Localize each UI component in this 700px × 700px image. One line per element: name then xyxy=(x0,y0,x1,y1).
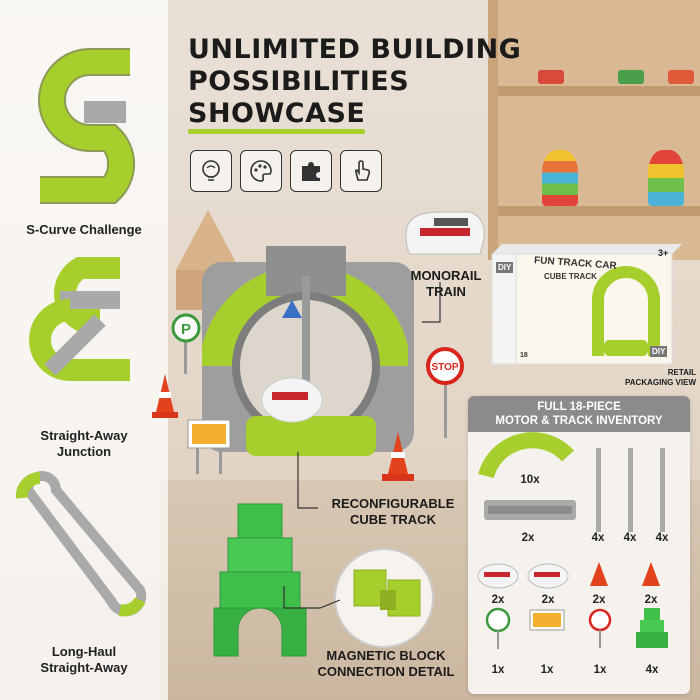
package-diy-side: DIY xyxy=(496,262,514,273)
traffic-cone xyxy=(642,562,660,586)
stop-sign-text: STOP xyxy=(431,362,458,373)
headline-line-2: POSSIBILITIES xyxy=(188,66,410,97)
traffic-cone-image xyxy=(152,374,178,418)
qty-pillar-1: 4x xyxy=(591,532,605,544)
qty-pillar-3: 4x xyxy=(655,532,669,544)
monorail-stripe xyxy=(484,572,510,577)
s-curve-label: S-Curve Challenge xyxy=(26,222,142,237)
long-haul-label: Long-Haul xyxy=(51,644,117,659)
shelf-board xyxy=(498,86,700,96)
qty-curved-track: 10x xyxy=(520,474,540,486)
monorail-train-image xyxy=(405,211,485,255)
headline: UNLIMITED BUILDING POSSIBILITIES SHOWCAS… xyxy=(188,34,548,134)
magnetic-callout-line-1: MAGNETIC BLOCK xyxy=(326,648,446,663)
track-layouts-illustration xyxy=(15,48,147,617)
cube-track-callout: RECONFIGURABLE CUBE TRACK xyxy=(318,496,468,528)
toy-car xyxy=(538,70,564,84)
retail-callout: RETAIL PACKAGING VIEW xyxy=(600,368,696,388)
package-age: 3+ xyxy=(658,248,669,258)
qty-cone-1: 2x xyxy=(592,594,606,606)
background-shelf xyxy=(488,0,700,260)
retail-callout-line-2: PACKAGING VIEW xyxy=(625,378,696,387)
straight-away-junction-track xyxy=(29,257,130,381)
stop-sign xyxy=(588,608,612,632)
magnetic-callout: MAGNETIC BLOCK CONNECTION DETAIL xyxy=(306,648,466,680)
traffic-cone xyxy=(590,562,608,586)
puzzle-icon xyxy=(290,150,332,192)
curved-track xyxy=(478,432,574,479)
s-curve-track xyxy=(38,48,136,204)
straight-away-label: Straight-Away xyxy=(40,428,128,443)
block-stack xyxy=(640,620,664,632)
retail-package: FUN TRACK CAR CUBE TRACK 3+ DIY DIY 18 xyxy=(486,240,686,368)
wooden-block-toy xyxy=(176,210,240,270)
support-pillar xyxy=(596,448,601,532)
monorail-callout-line-1: MONORAIL xyxy=(410,268,482,283)
qty-car-1: 2x xyxy=(491,594,505,606)
palette-icon xyxy=(240,150,282,192)
stacking-rings-toy xyxy=(648,150,684,206)
support-pillar xyxy=(302,276,310,416)
inventory-card: FULL 18-PIECE MOTOR & TRACK INVENTORY 10… xyxy=(468,396,690,694)
qty-car-2: 2x xyxy=(541,594,555,606)
headline-line-3: SHOWCASE xyxy=(188,98,366,134)
green-block-stack-image xyxy=(213,503,307,657)
package-count: 18 xyxy=(520,352,528,359)
cube-track-callout-line-1: RECONFIGURABLE xyxy=(331,496,455,511)
cube-track-callout-line-2: CUBE TRACK xyxy=(350,512,436,527)
toy-car xyxy=(618,70,644,84)
shelf-board xyxy=(498,206,700,216)
support-pillar xyxy=(628,448,633,532)
sign-post xyxy=(497,631,499,649)
qty-stop-sign: 1x xyxy=(593,664,607,676)
monorail-callout: MONORAIL TRAIN xyxy=(406,268,486,300)
monorail-stripe xyxy=(272,392,308,400)
qty-block-stack: 4x xyxy=(645,664,659,676)
parking-sign xyxy=(485,607,511,633)
track-layouts-panel: S-Curve Challenge Straight-Away Junction… xyxy=(0,0,168,700)
stop-sign-image: STOP xyxy=(426,347,464,438)
sign-post xyxy=(599,630,601,648)
retail-callout-line-1: RETAIL xyxy=(667,368,696,377)
qty-straight-track: 2x xyxy=(521,532,535,544)
straight-track-groove xyxy=(488,506,572,514)
qty-parking-sign: 1x xyxy=(491,664,505,676)
inventory-header: FULL 18-PIECE MOTOR & TRACK INVENTORY xyxy=(468,396,690,432)
brain-icon xyxy=(190,150,232,192)
headline-line-1: UNLIMITED BUILDING xyxy=(188,34,522,65)
straight-away-label-2: Straight-Away xyxy=(40,660,128,675)
package-diy-front: DIY xyxy=(650,346,668,357)
qty-pillar-2: 4x xyxy=(623,532,637,544)
inventory-header-line-2: MOTOR & TRACK INVENTORY xyxy=(495,415,663,427)
package-subtitle: CUBE TRACK xyxy=(544,272,597,281)
arch-bottom-green xyxy=(246,416,376,456)
qty-cone-2: 2x xyxy=(644,594,658,606)
qty-construction-sign: 1x xyxy=(540,664,554,676)
construction-sign-panel xyxy=(533,613,561,627)
toy-car xyxy=(668,70,694,84)
long-haul-track xyxy=(15,471,147,617)
junction-label: Junction xyxy=(56,444,112,459)
block-stack xyxy=(636,632,668,648)
parking-sign-image: P xyxy=(171,313,201,374)
monorail-callout-line-2: TRAIN xyxy=(426,284,466,299)
warning-sign xyxy=(282,300,302,318)
hand-pointer-icon xyxy=(340,150,382,192)
monorail-stripe xyxy=(534,572,560,577)
support-pillar xyxy=(660,448,665,532)
magnetic-callout-line-2: CONNECTION DETAIL xyxy=(317,664,455,679)
block-stack xyxy=(644,608,660,620)
parking-sign-letter: P xyxy=(181,321,191,338)
inventory-parts xyxy=(477,432,668,649)
inventory-header-line-1: FULL 18-PIECE xyxy=(537,401,621,413)
magnetic-detail-circle xyxy=(334,548,434,648)
traffic-cone-image xyxy=(382,432,414,481)
cube-track-arch xyxy=(202,246,414,456)
stacking-rings-toy xyxy=(542,150,578,206)
construction-sign-image xyxy=(187,419,231,474)
arch-top-grey xyxy=(266,246,346,296)
